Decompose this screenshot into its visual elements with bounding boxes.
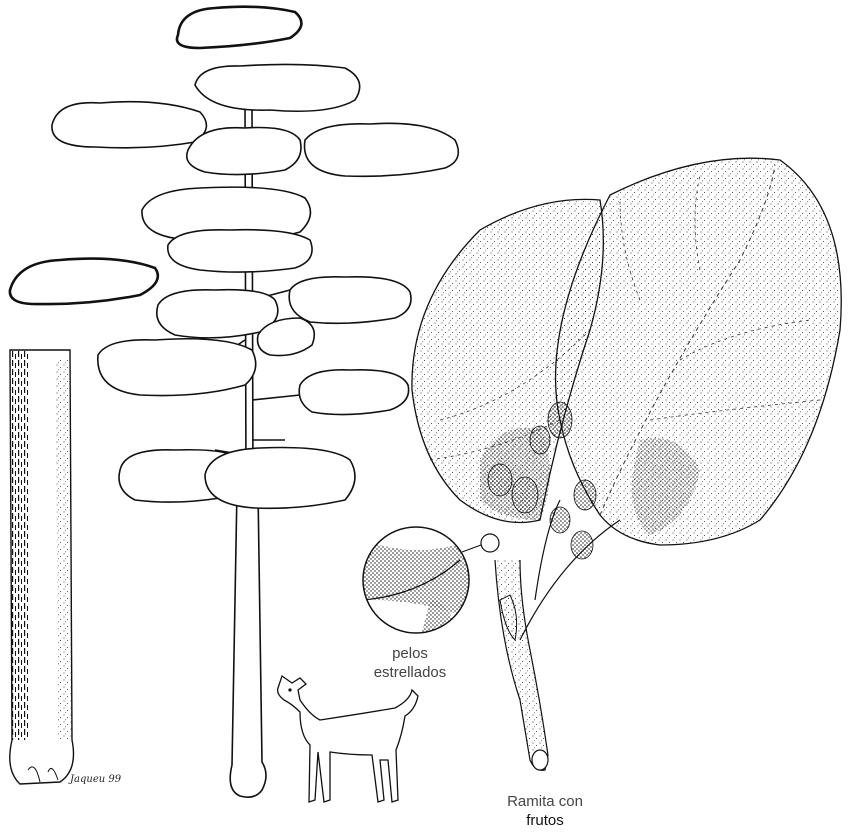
twig-label-line1: Ramita con [470, 792, 620, 811]
crown [98, 339, 256, 396]
hairs-label-line2: estrellados [340, 663, 480, 682]
crown [157, 290, 278, 338]
crown [195, 64, 360, 111]
crown [205, 448, 355, 509]
crown [168, 230, 312, 272]
bark-strip [10, 350, 74, 784]
twig-label: Ramita con frutos [470, 792, 620, 830]
hairs-label-line1: pelos [340, 644, 480, 663]
magnified-hairs-inset [363, 527, 470, 640]
crown [305, 123, 459, 176]
crown-top [177, 7, 301, 48]
deer-drawing [278, 676, 418, 802]
crown [187, 128, 301, 175]
tree-trunk [230, 490, 266, 797]
crown-left [10, 259, 158, 304]
crown [52, 102, 207, 148]
crown [289, 277, 411, 324]
twig-label-line2: frutos [470, 811, 620, 830]
hairs-label: pelos estrellados [340, 644, 480, 682]
artist-signature: Jaqueu 99 [70, 774, 121, 785]
crown [299, 370, 408, 415]
